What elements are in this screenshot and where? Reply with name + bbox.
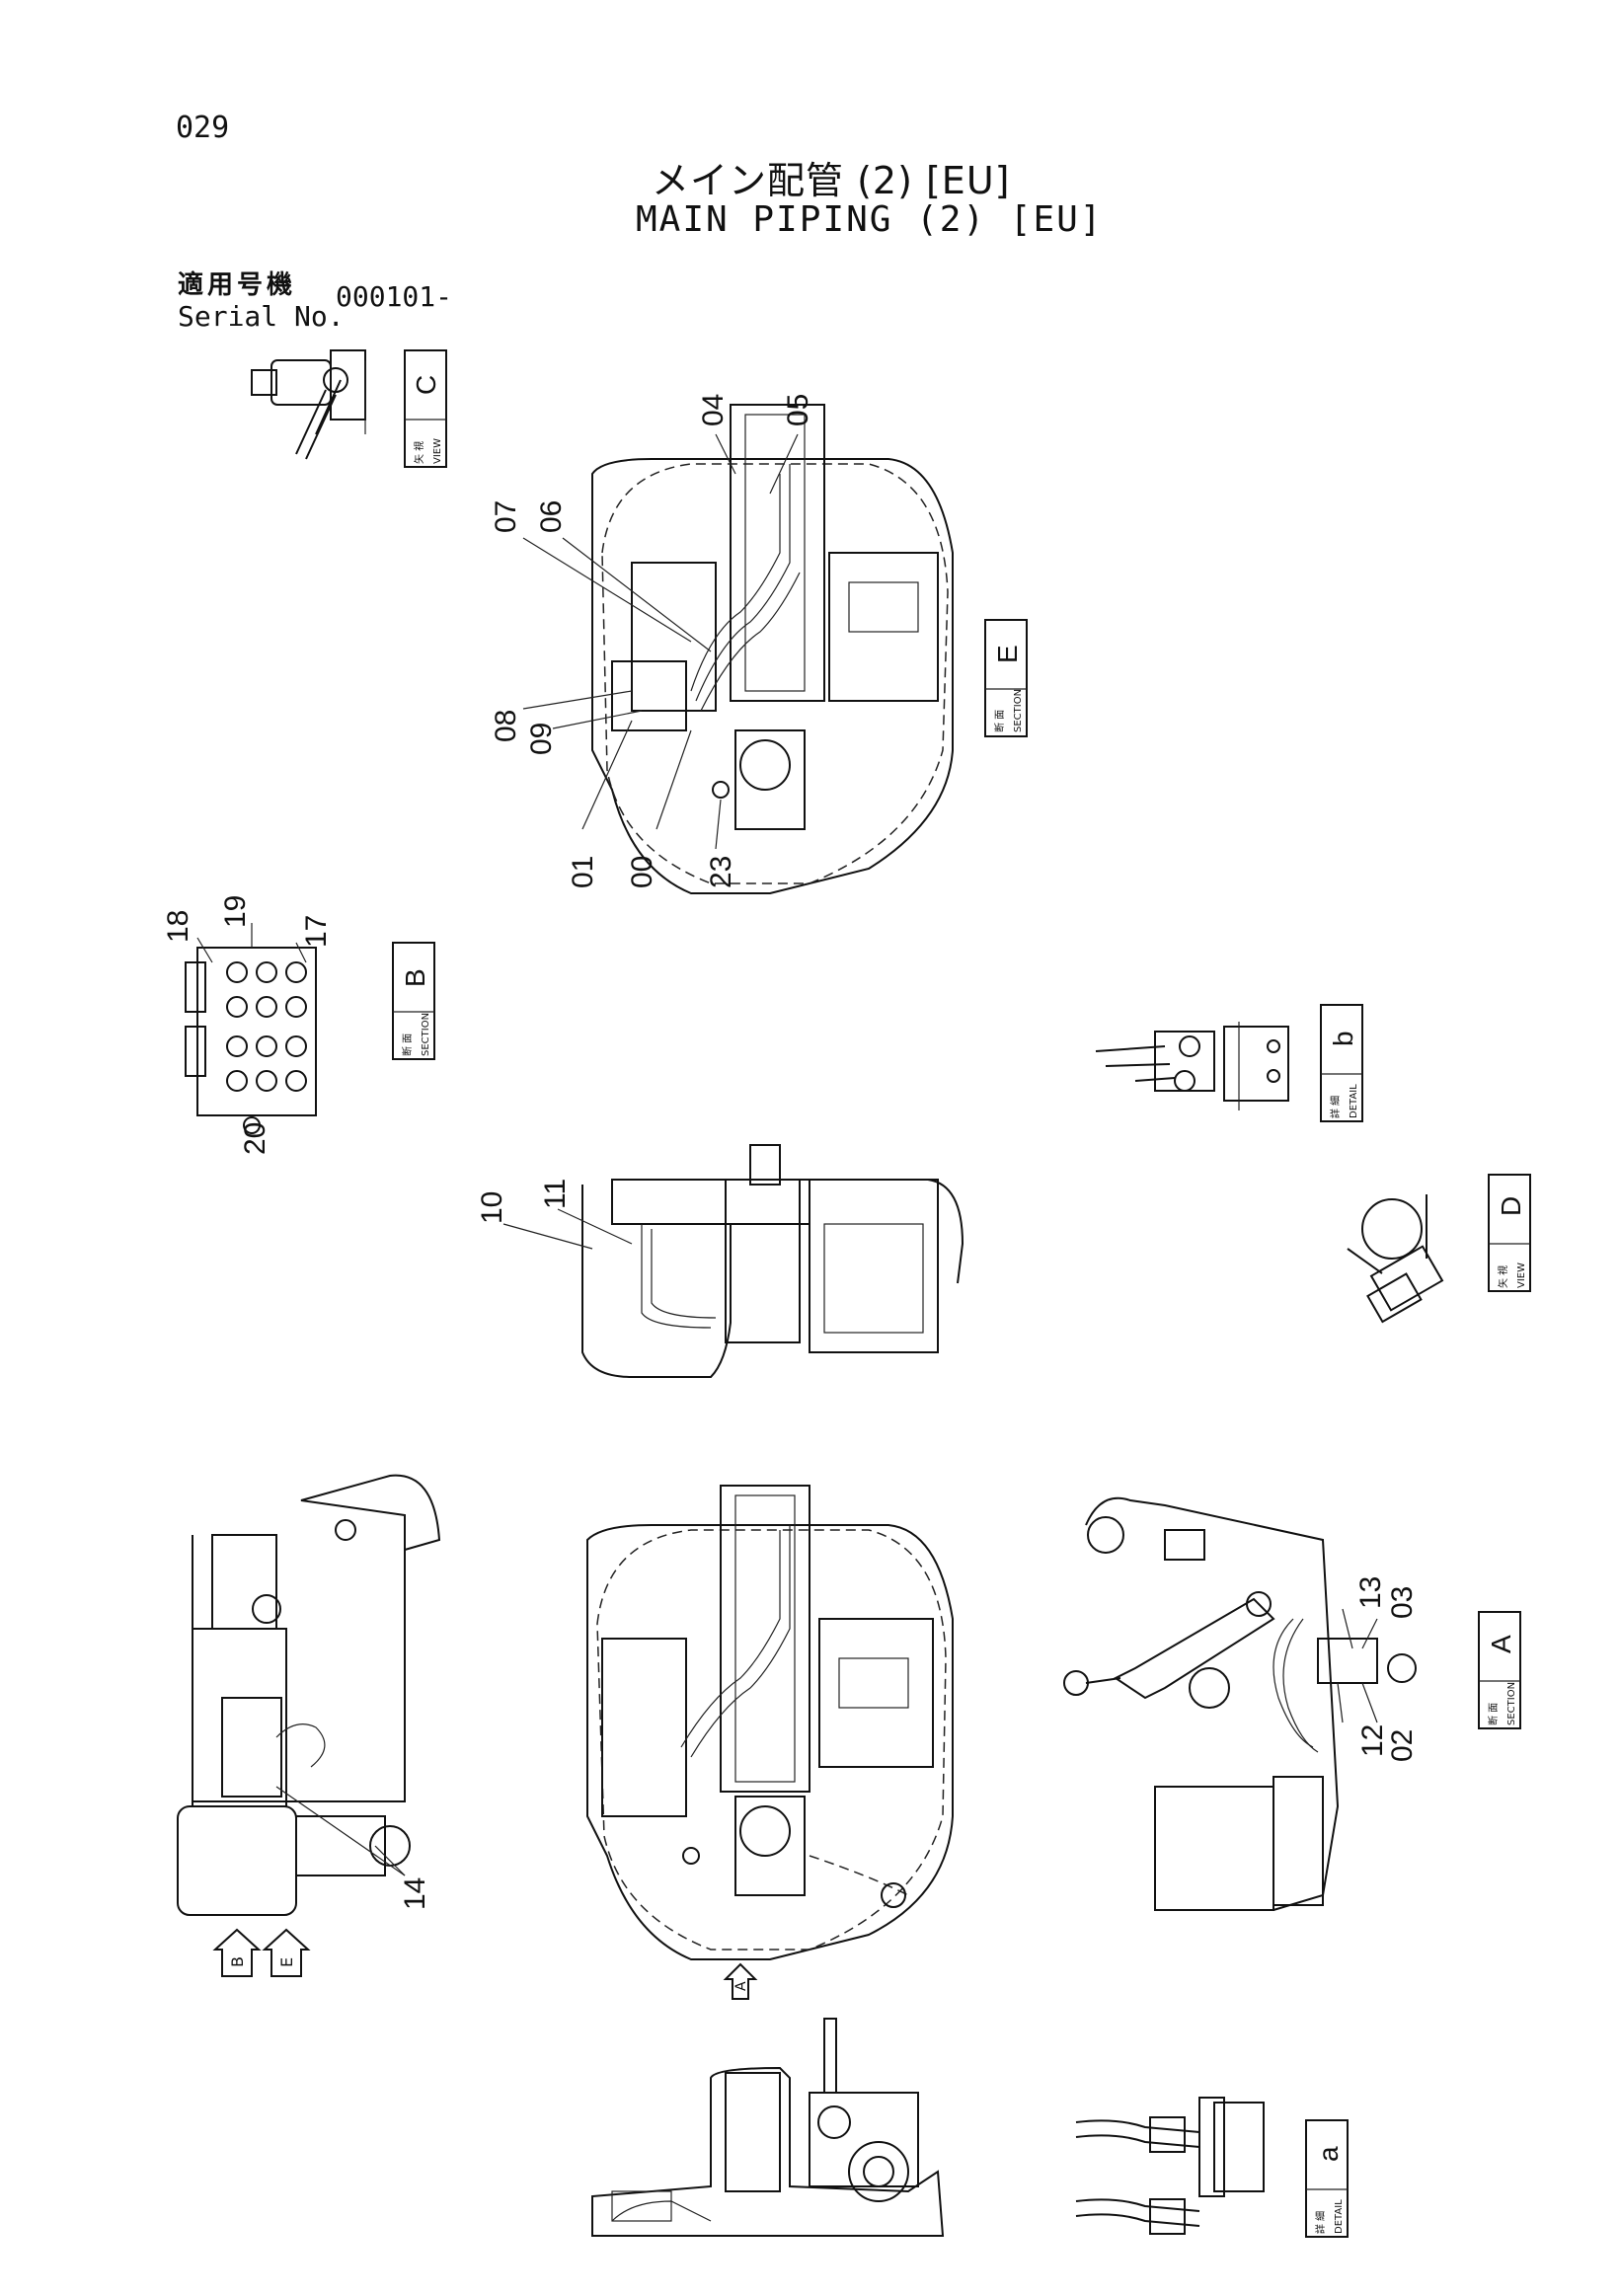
detail-a-box: a 詳 細 DETAIL xyxy=(1305,2119,1349,2238)
part-04: 04 xyxy=(697,394,730,426)
arrow-marker-e: E xyxy=(262,1928,311,1977)
detail-b-jp: 詳 細 xyxy=(1329,1096,1342,1118)
bottom-plan-view xyxy=(586,1485,954,1960)
top-plan-leaders xyxy=(522,433,799,850)
title-english: MAIN PIPING (2) [EU] xyxy=(636,199,1104,240)
detail-a-assembly xyxy=(1075,2097,1265,2235)
part-23: 23 xyxy=(705,856,737,888)
view-d-assembly xyxy=(1347,1194,1444,1324)
section-e-box: E 断 面 SECTION xyxy=(984,619,1028,737)
detail-b-letter: b xyxy=(1328,1031,1358,1046)
view-d-jp: 矢 視 xyxy=(1497,1265,1509,1288)
part-06: 06 xyxy=(535,500,568,533)
part-11: 11 xyxy=(539,1179,572,1209)
section-e-en: SECTION xyxy=(1013,689,1024,732)
section-b-valve-block xyxy=(185,923,317,1134)
detail-a-jp: 詳 細 xyxy=(1314,2211,1327,2234)
middle-side-view xyxy=(502,1144,964,1378)
section-b-box: B 断 面 SECTION xyxy=(392,942,435,1060)
part-12: 12 xyxy=(1356,1724,1389,1757)
detail-a-letter: a xyxy=(1313,2146,1344,2162)
arrow-marker-a-letter: A xyxy=(733,1981,749,1991)
section-a-side-view xyxy=(1063,1496,1417,1911)
section-e-letter: E xyxy=(992,645,1023,663)
view-d-box: D 矢 視 VIEW xyxy=(1488,1174,1531,1292)
part-01: 01 xyxy=(567,856,599,888)
detail-b-en: DETAIL xyxy=(1349,1084,1359,1118)
left-side-view xyxy=(177,1474,441,1916)
section-a-letter: A xyxy=(1486,1635,1516,1653)
arrow-marker-e-letter: E xyxy=(277,1957,296,1967)
serial-number-value: 000101- xyxy=(336,280,453,313)
section-a-jp: 断 面 xyxy=(1487,1703,1500,1725)
section-a-en: SECTION xyxy=(1506,1682,1517,1725)
part-14: 14 xyxy=(399,1877,431,1910)
view-c-assembly xyxy=(251,349,366,460)
page-number: 029 xyxy=(176,111,230,145)
arrow-marker-b: B xyxy=(212,1928,262,1977)
view-c-en: VIEW xyxy=(432,438,443,464)
part-20: 20 xyxy=(239,1122,271,1155)
section-a-box: A 断 面 SECTION xyxy=(1478,1611,1521,1729)
section-b-letter: B xyxy=(400,968,430,987)
part-18: 18 xyxy=(162,910,194,943)
serial-label-japanese: 適用号機 xyxy=(178,270,297,300)
arrow-marker-b-letter: B xyxy=(228,1956,247,1967)
part-08: 08 xyxy=(490,710,522,742)
view-c-jp: 矢 視 xyxy=(413,441,425,464)
part-03: 03 xyxy=(1386,1586,1419,1619)
part-19: 19 xyxy=(219,895,252,928)
part-17: 17 xyxy=(300,915,333,948)
view-d-en: VIEW xyxy=(1516,1263,1527,1288)
serial-label-english: Serial No. xyxy=(178,300,345,333)
section-b-jp: 断 面 xyxy=(401,1033,414,1056)
section-e-jp: 断 面 xyxy=(993,710,1006,732)
part-10: 10 xyxy=(476,1191,508,1224)
part-09: 09 xyxy=(525,723,558,755)
top-plan-view xyxy=(591,404,954,894)
part-00: 00 xyxy=(626,856,658,888)
bottom-rear-view xyxy=(591,2018,945,2237)
detail-a-en: DETAIL xyxy=(1334,2199,1345,2234)
detail-b-box: b 詳 細 DETAIL xyxy=(1320,1004,1363,1122)
part-07: 07 xyxy=(490,500,522,533)
title-japanese: メイン配管 (2) [EU] xyxy=(652,159,1011,202)
part-02: 02 xyxy=(1386,1729,1419,1762)
view-c-letter: C xyxy=(411,375,441,395)
arrow-marker-a: A xyxy=(723,1962,758,2000)
part-05: 05 xyxy=(782,394,814,426)
view-c-box: C 矢 視 VIEW xyxy=(404,349,447,468)
part-13: 13 xyxy=(1354,1576,1387,1609)
detail-b-assembly xyxy=(1095,1022,1289,1110)
section-b-en: SECTION xyxy=(421,1013,431,1056)
view-d-letter: D xyxy=(1496,1196,1526,1216)
